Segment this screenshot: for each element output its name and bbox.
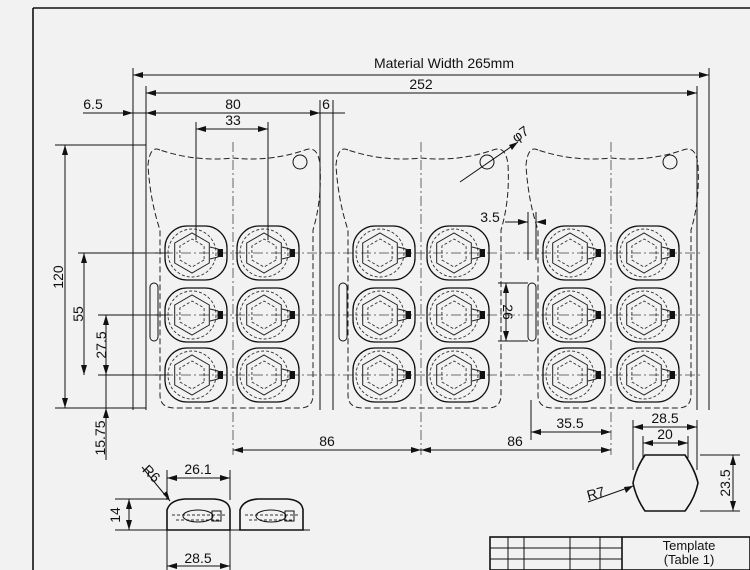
cavity-grid bbox=[164, 225, 680, 403]
title-block-line2: (Table 1) bbox=[664, 552, 715, 567]
cavity bbox=[426, 225, 490, 281]
offset-3-5-label: 3.5 bbox=[480, 209, 500, 225]
title-block-line1: Template bbox=[663, 538, 716, 553]
dimension-3-5: 3.5 bbox=[480, 209, 546, 260]
tray-outlines bbox=[147, 148, 699, 409]
side-14-label: 14 bbox=[107, 507, 123, 523]
dimension-33: 33 bbox=[195, 112, 269, 240]
detail-23-5-label: 23.5 bbox=[717, 469, 733, 496]
detail-cavity-top-view: 28.5 20 23.5 R7 bbox=[585, 410, 740, 512]
side-26-1-label: 26.1 bbox=[184, 461, 211, 477]
dimension-252: 252 bbox=[145, 76, 698, 410]
detail-28-5-label: 28.5 bbox=[651, 410, 678, 426]
dimension-hole-phi7: φ7 bbox=[459, 122, 532, 183]
cavity bbox=[616, 225, 680, 281]
material-width-label: Material Width 265mm bbox=[374, 55, 514, 71]
cavity bbox=[616, 287, 680, 343]
side-r6-label: R6 bbox=[140, 461, 164, 485]
cavity bbox=[236, 225, 300, 281]
hole-phi7-label: φ7 bbox=[509, 122, 532, 145]
dimension-material-width: Material Width 265mm bbox=[132, 55, 710, 410]
side-slots bbox=[149, 282, 537, 342]
title-block: Template (Table 1) bbox=[489, 536, 750, 570]
cavity bbox=[352, 225, 416, 281]
dimension-top-left: 6.5 80 6 bbox=[83, 96, 345, 410]
pitch-80-label: 80 bbox=[225, 96, 241, 112]
cavity-side-view: 26.1 R6 14 28.5 bbox=[107, 461, 310, 570]
dimension-bottom-spacing: 86 86 35.5 bbox=[233, 400, 611, 453]
height-15-75-label: 15.75 bbox=[92, 420, 108, 455]
height-120-label: 120 bbox=[50, 265, 66, 289]
gap-6-label: 6 bbox=[322, 96, 330, 112]
dimension-vertical-left: 120 55 27.5 15.75 bbox=[50, 144, 170, 460]
cavity bbox=[236, 287, 300, 343]
cavity bbox=[352, 287, 416, 343]
spacing-86-left-label: 86 bbox=[319, 433, 335, 449]
cavity bbox=[352, 347, 416, 403]
cavity bbox=[542, 225, 606, 281]
cavity bbox=[426, 347, 490, 403]
height-55-label: 55 bbox=[70, 306, 86, 322]
margin-6-5-label: 6.5 bbox=[83, 96, 103, 112]
cavity bbox=[236, 347, 300, 403]
cavity bbox=[542, 287, 606, 343]
side-28-5-label: 28.5 bbox=[184, 550, 211, 566]
height-27-5-label: 27.5 bbox=[93, 331, 109, 358]
radius-r7-label: R7 bbox=[585, 483, 607, 503]
cavity bbox=[164, 347, 228, 403]
cavity bbox=[164, 287, 228, 343]
width-252-label: 252 bbox=[409, 76, 433, 92]
cavity bbox=[426, 287, 490, 343]
cavity bbox=[164, 225, 228, 281]
frame bbox=[32, 7, 750, 570]
slot-26-label: 26 bbox=[500, 304, 516, 320]
detail-20-label: 20 bbox=[657, 426, 673, 442]
offset-35-5-label: 35.5 bbox=[556, 415, 583, 431]
dimension-26: 26 bbox=[498, 282, 528, 342]
cavity bbox=[616, 347, 680, 403]
spacing-86-right-label: 86 bbox=[507, 433, 523, 449]
cavity bbox=[542, 347, 606, 403]
cavity-33-label: 33 bbox=[225, 112, 241, 128]
